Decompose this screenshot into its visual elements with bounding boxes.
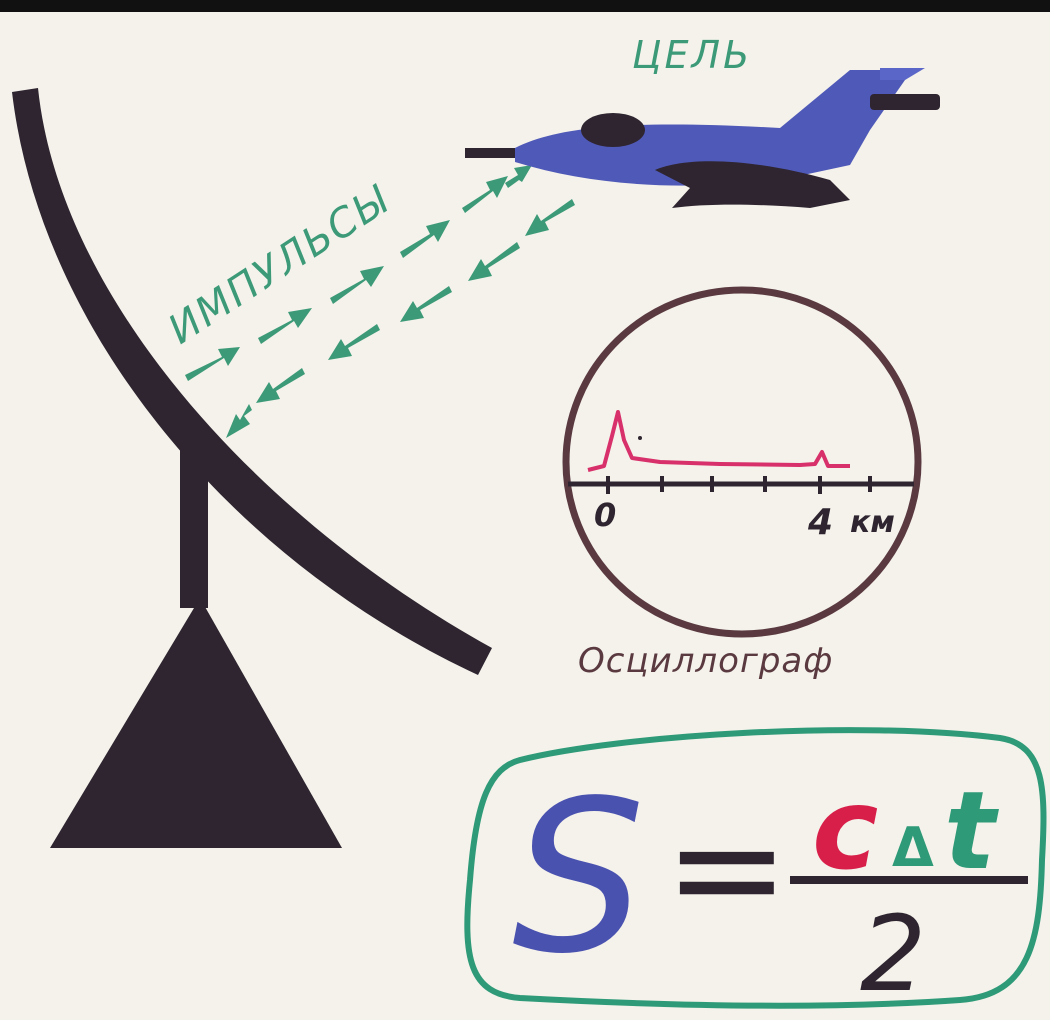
return-arrow	[328, 324, 380, 360]
scale-label-unit: км	[850, 505, 895, 540]
scale-ticks	[606, 476, 872, 494]
aircraft-tail-tip	[880, 68, 925, 80]
return-arrow	[226, 404, 252, 438]
outgoing-arrow	[258, 308, 312, 344]
top-edge	[0, 0, 1050, 12]
formula: S = c Δ t 2	[464, 727, 1047, 1015]
return-arrow	[256, 368, 305, 403]
target-label: ЦЕЛЬ	[632, 33, 752, 77]
oscilloscope: 0 4 км	[562, 286, 922, 638]
outgoing-arrow	[400, 220, 450, 258]
oscilloscope-label: Осциллограф	[578, 641, 833, 681]
antenna-dish	[12, 88, 492, 675]
oscilloscope-screen	[562, 286, 922, 638]
formula-equals: =	[664, 782, 790, 956]
radar-antenna	[12, 88, 492, 848]
formula-frame	[464, 727, 1047, 1009]
outgoing-arrow	[505, 165, 532, 188]
aircraft-fuselage	[515, 70, 912, 186]
trace-dot	[638, 436, 642, 440]
scale-label-zero: 0	[594, 496, 616, 534]
formula-t: t	[944, 769, 999, 894]
formula-denominator: 2	[860, 893, 926, 1015]
antenna-mast	[180, 438, 208, 608]
return-arrow	[525, 199, 575, 236]
outgoing-arrow	[330, 266, 384, 304]
aircraft-canopy	[581, 113, 645, 147]
return-arrow	[400, 286, 452, 322]
target-aircraft	[465, 68, 940, 208]
aircraft-stabilizer	[870, 94, 940, 110]
aircraft-wing	[655, 161, 850, 208]
outgoing-arrow	[185, 347, 240, 381]
aircraft-nose-probe	[465, 148, 525, 158]
pulse-trace	[587, 410, 850, 472]
return-arrow	[468, 242, 520, 281]
antenna-base	[50, 598, 342, 848]
fraction-bar	[790, 876, 1028, 884]
outgoing-arrow	[462, 176, 508, 213]
formula-delta: Δ	[892, 816, 934, 879]
scale-label-four: 4	[807, 502, 833, 543]
formula-s: S	[512, 755, 645, 1000]
pulse-arrows	[185, 165, 575, 438]
formula-c: c	[812, 765, 878, 895]
